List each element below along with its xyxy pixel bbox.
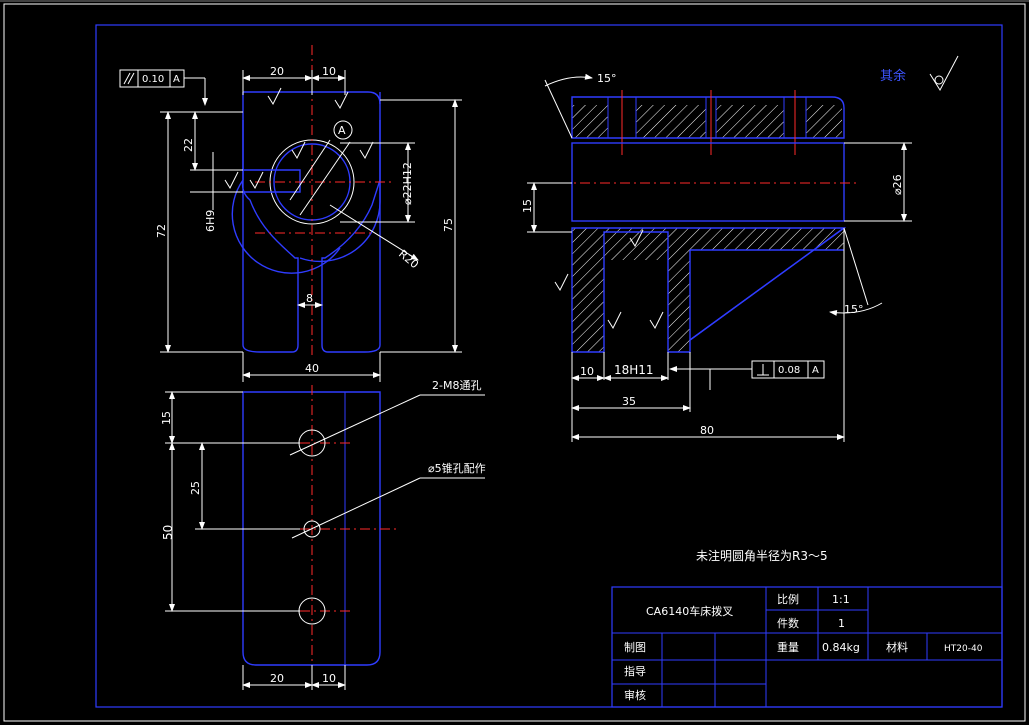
perpendicular-tolerance-frame: 0.08 A — [669, 360, 825, 390]
front-left-outline — [241, 92, 299, 353]
front-dims: 20 10 72 22 6H9 75 ⌀22H12 R20 8 40 A — [119, 65, 462, 382]
rest-roughness-symbol — [929, 55, 959, 92]
roughness-marks-front — [224, 87, 374, 190]
angle-bottom-15: 15° — [844, 303, 864, 316]
top-view-outline — [242, 391, 381, 666]
dim-22h12: ⌀22H12 — [401, 162, 414, 205]
material-value: HT20-40 — [944, 644, 983, 654]
fillet-note: 未注明圆角半径为R3～5 — [696, 548, 828, 563]
tol-perp-value: 0.08 — [778, 365, 800, 376]
dim-10: 10 — [580, 365, 594, 378]
check-label: 审核 — [624, 688, 646, 702]
qty-label: 件数 — [777, 617, 799, 630]
section-bore — [571, 142, 845, 222]
dim-80: 80 — [700, 424, 714, 437]
sheet-outer-border — [3, 3, 1026, 722]
dim-top-20: 20 — [270, 65, 284, 78]
material-label: 材料 — [886, 640, 908, 654]
part-name: CA6140车床拨叉 — [646, 604, 733, 618]
front-top-edge — [243, 91, 381, 105]
front-right-outline — [321, 92, 381, 353]
dim-50: 50 — [161, 525, 175, 540]
dim-18h11: 18H11 — [614, 363, 654, 377]
dim-72: 72 — [155, 224, 168, 238]
dim-15-top: 15 — [160, 411, 173, 425]
tol-parallel-value: 0.10 — [142, 74, 164, 85]
hole-leader — [289, 394, 421, 456]
weight-label: 重量 — [777, 640, 799, 654]
drawn-label: 制图 — [624, 641, 646, 654]
tol-parallel-ref: A — [173, 74, 180, 85]
top-view: 2-M8通孔 ⌀5锥孔配作 15 50 25 20 10 — [160, 379, 486, 690]
roughness-marks-section — [554, 229, 664, 330]
dim-bottom-10: 10 — [322, 672, 336, 685]
hole-cone — [303, 520, 321, 538]
parallel-tolerance-frame: 0.10 A — [119, 69, 208, 106]
section-view: 15° 15° 15 ⌀26 10 18H11 35 80 — [521, 55, 959, 442]
dim-r20: R20 — [396, 247, 421, 271]
dim-15-side: 15 — [521, 199, 534, 213]
dim-8: 8 — [306, 292, 313, 305]
front-arc-right — [299, 120, 381, 263]
dim-35: 35 — [622, 395, 636, 408]
scale-label: 比例 — [777, 592, 799, 606]
title-block: CA6140车床拨叉 比例 1:1 件数 1 重量 0.84kg 材料 HT20… — [611, 586, 1003, 708]
front-arc-left — [231, 120, 341, 274]
qty-value: 1 — [838, 617, 845, 630]
roughness-rest-note: 其余 — [880, 68, 906, 84]
guide-label: 指导 — [624, 664, 646, 678]
hole-m8-label: 2-M8通孔 — [432, 379, 481, 392]
cone-label: ⌀5锥孔配作 — [428, 462, 486, 475]
front-bore-diagonal — [299, 141, 351, 216]
tol-perp-ref: A — [812, 365, 819, 376]
dim-6h9: 6H9 — [204, 210, 217, 232]
dim-40: 40 — [305, 362, 319, 375]
scale-value: 1:1 — [832, 593, 850, 606]
datum-a-label: A — [338, 124, 346, 137]
r20-leader — [329, 204, 419, 261]
datum-a-circle — [333, 120, 353, 140]
section-top-outline — [571, 96, 845, 139]
dim-25: 25 — [189, 481, 202, 495]
dim-26: ⌀26 — [891, 174, 904, 195]
dim-22: 22 — [182, 138, 195, 152]
dim-75: 75 — [442, 218, 455, 232]
slot-6h9 — [243, 169, 301, 193]
front-bore-diagonal-2 — [289, 139, 331, 201]
front-view — [231, 45, 419, 355]
dim-top-10: 10 — [322, 65, 336, 78]
weight-value: 0.84kg — [822, 641, 860, 654]
angle-top-15: 15° — [597, 72, 617, 85]
dim-bottom-20: 20 — [270, 672, 284, 685]
cone-leader — [291, 477, 421, 539]
drawing-frame — [95, 24, 1003, 708]
